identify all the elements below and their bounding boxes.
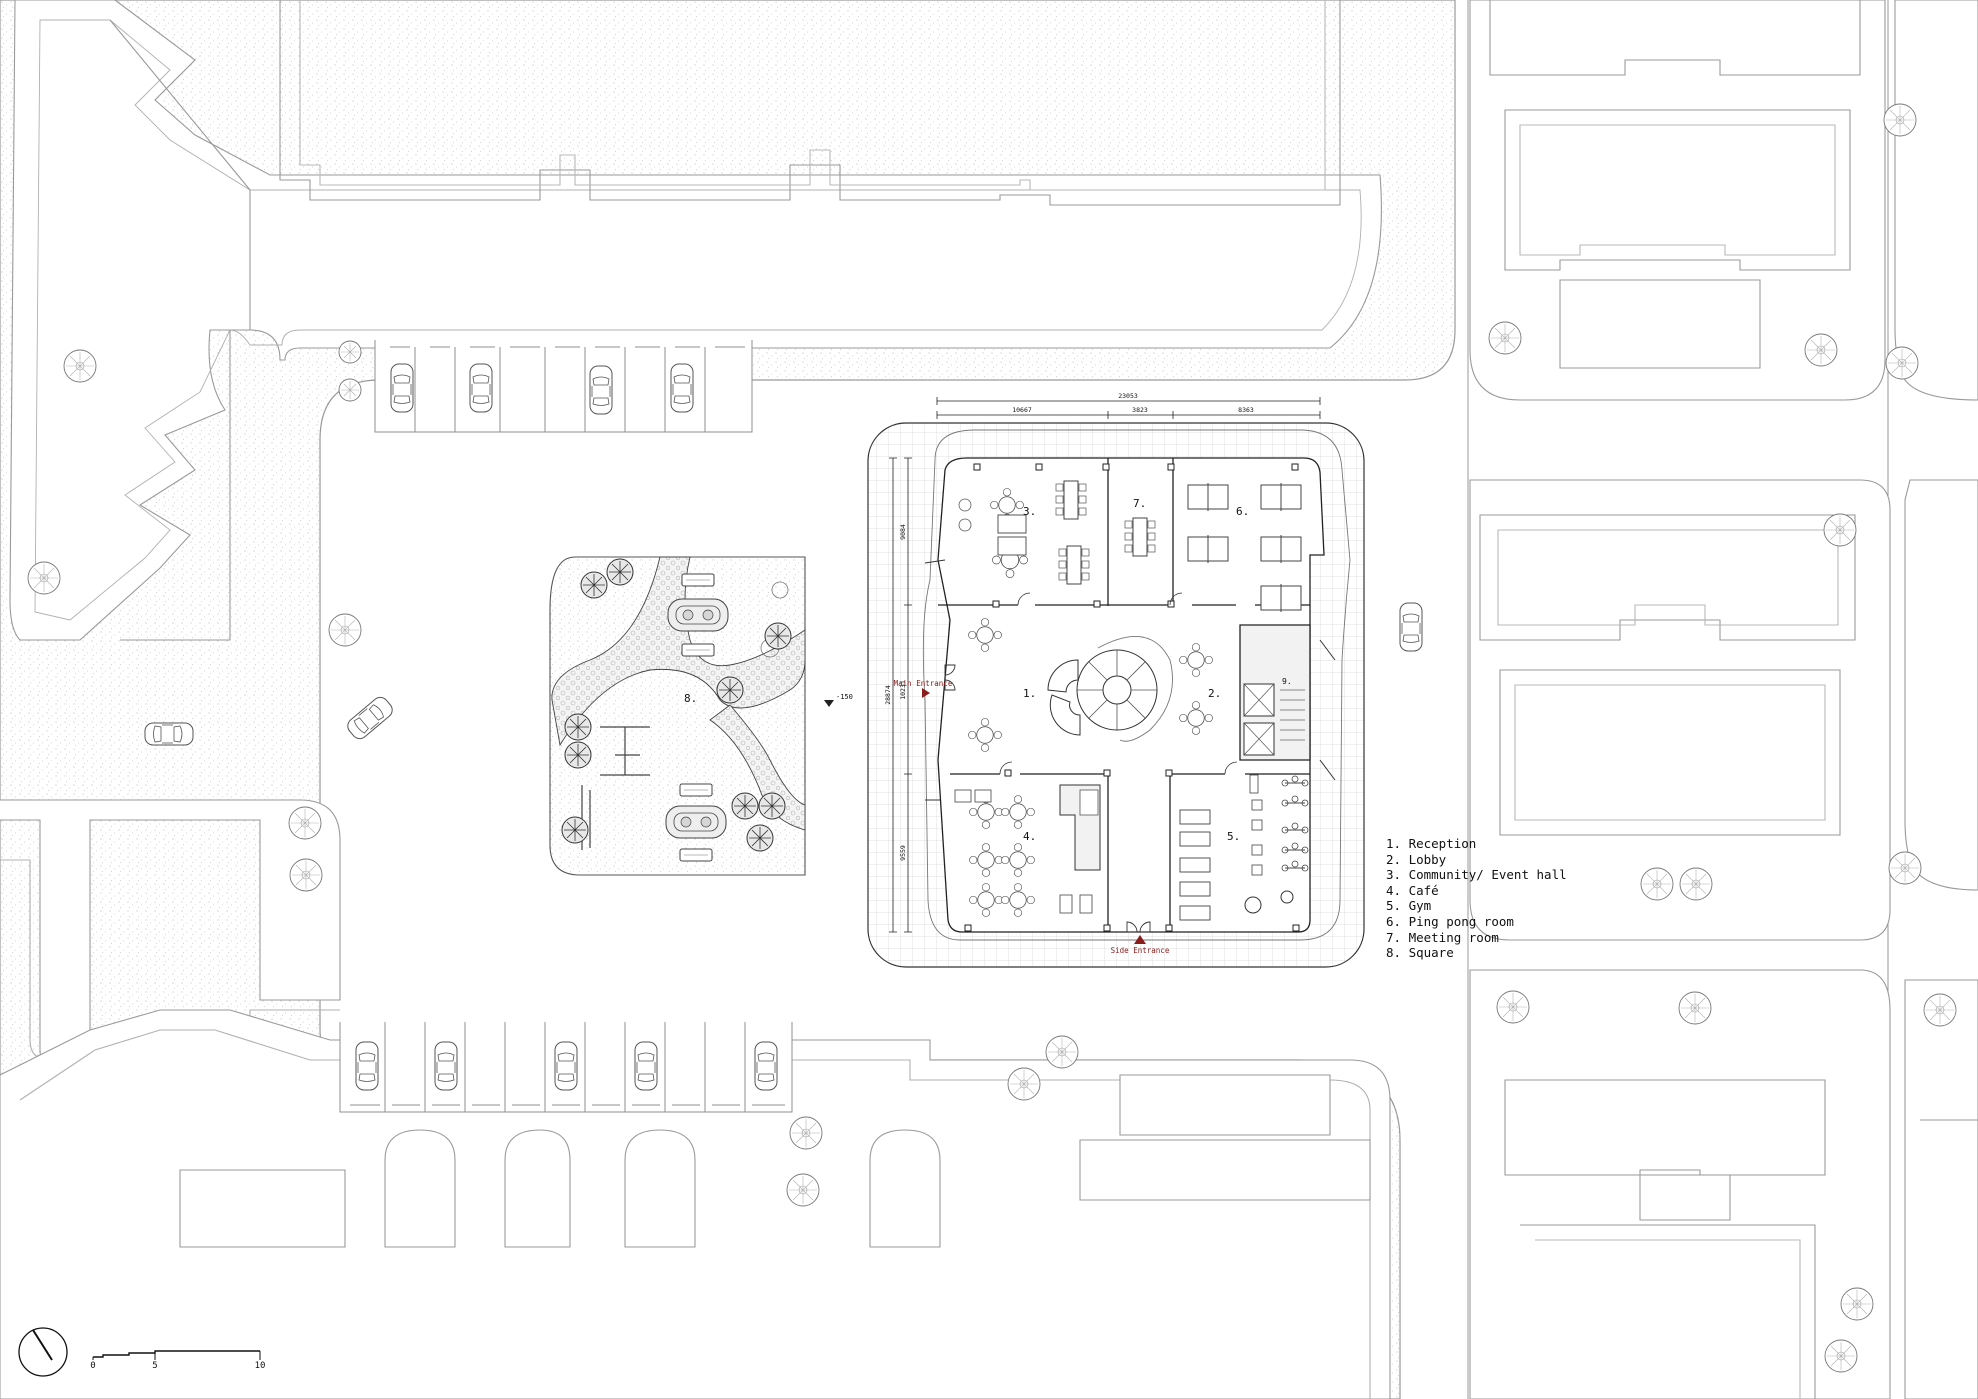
- room-number-5: 5.: [1227, 830, 1240, 843]
- legend-item-lobby: 2. Lobby: [1386, 851, 1447, 867]
- dimension-segment-1: 10667: [1012, 406, 1032, 414]
- legend-item-cafe: 4. Café: [1386, 882, 1439, 898]
- room-legend: 1. Reception 2. Lobby 3. Community/ Even…: [1386, 836, 1567, 961]
- columns: [964, 463, 1300, 932]
- legend-item-reception: 1. Reception: [1386, 836, 1477, 851]
- legend-item-square: 8. Square: [1386, 945, 1454, 961]
- room-number-2: 2.: [1208, 687, 1221, 700]
- room-number-6: 6.: [1236, 505, 1249, 518]
- legend-item-ping-pong-room: 6. Ping pong room: [1386, 913, 1514, 929]
- scale-bar-label-0: 0: [90, 1361, 95, 1371]
- scale-bar-label-5: 5: [152, 1361, 157, 1371]
- parking-top: [374, 340, 753, 433]
- legend-item-community-event-hall: 3. Community/ Event hall: [1386, 867, 1567, 883]
- main-entrance-label: Main Entrance: [894, 679, 953, 688]
- room-number-9: 9.: [1282, 677, 1292, 686]
- room-number-3: 3.: [1023, 505, 1036, 518]
- room-number-8: 8.: [684, 692, 697, 705]
- dimension-segment-2: 3823: [1132, 406, 1148, 414]
- room-numbers: 1. 2. 3. 4. 5. 6. 7. 8. 9.: [684, 497, 1292, 843]
- dimension-depth-2: 10231: [899, 680, 907, 700]
- dimension-depth-1: 9084: [899, 524, 907, 540]
- room-number-4: 4.: [1023, 830, 1036, 843]
- side-entrance-arrow-icon: [1134, 935, 1146, 944]
- scale-bar-label-10: 10: [255, 1361, 266, 1371]
- legend-item-gym: 5. Gym: [1386, 898, 1432, 914]
- level-marker-icon: [824, 700, 834, 707]
- dimension-overall-width: 23053: [1118, 392, 1138, 400]
- legend-item-meeting-room: 7. Meeting room: [1386, 929, 1499, 945]
- square: [549, 556, 806, 876]
- dimension-labels: 23053 10667 3823 8363 28874 9084 10231 9…: [836, 392, 1254, 861]
- main-entrance-arrow-icon: [922, 688, 930, 698]
- dimension-lines: [889, 397, 1321, 933]
- scale-bar: 0 5 10: [90, 1350, 266, 1371]
- room-number-1: 1.: [1023, 687, 1036, 700]
- room-number-7: 7.: [1133, 497, 1146, 510]
- dimension-segment-3: 8363: [1238, 406, 1254, 414]
- level-marker-label: -150: [836, 693, 853, 701]
- dimension-depth-3: 9559: [899, 845, 907, 861]
- north-arrow-icon: [18, 1327, 68, 1377]
- side-entrance-label: Side Entrance: [1111, 946, 1170, 955]
- side-entrance: Side Entrance: [1111, 935, 1170, 955]
- dimension-overall-depth: 28874: [884, 685, 892, 705]
- furniture: [944, 480, 1309, 933]
- main-entrance: Main Entrance: [894, 679, 953, 698]
